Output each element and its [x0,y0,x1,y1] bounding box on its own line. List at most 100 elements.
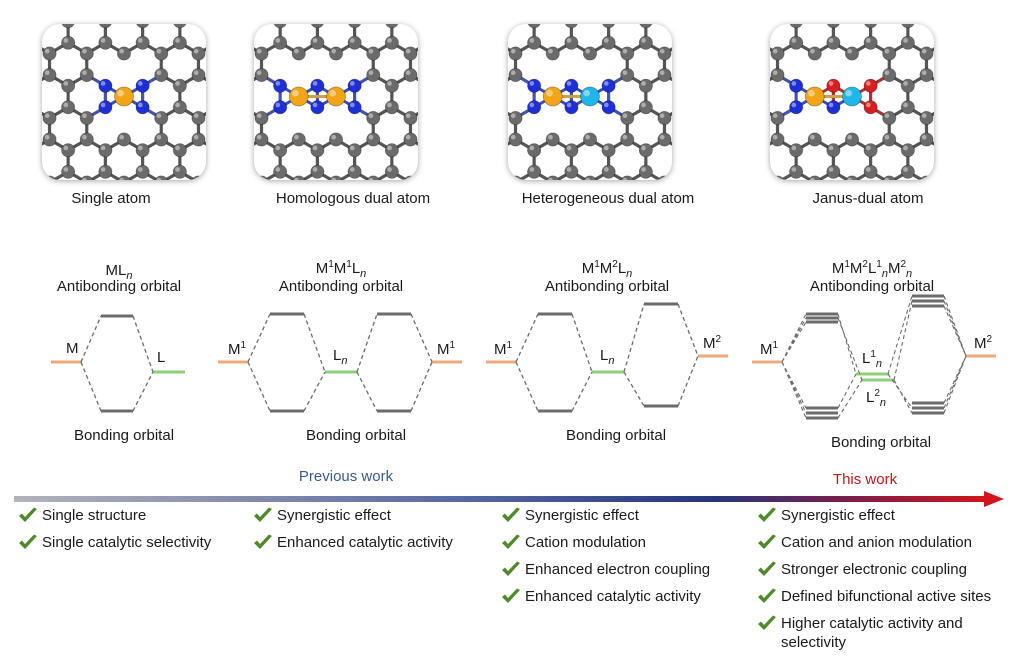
carbon-atom [882,111,897,126]
carbon-atom [638,143,653,158]
feature-item: Stronger electronic coupling [757,560,1001,579]
carbon-atom-highlight [368,113,374,119]
carbon-atom [863,164,878,179]
carbon-atom-highlight [791,145,797,151]
carbon-atom [154,175,168,180]
orbital-diagram-single-atom: MLn Antibonding orbital M L Bonding orbi… [51,262,185,444]
label-l: L [157,349,165,366]
carbon-atom [900,35,915,50]
carbon-atom-highlight [44,177,50,180]
tile-single-atom [42,24,206,180]
carbon-atom [98,164,113,179]
carbon-atom [366,68,381,83]
carbon-atom [254,175,269,180]
carbon-atom-highlight [641,145,646,151]
carbon-atom [770,46,785,61]
carbon-atom-highlight [921,134,927,140]
metal-atom-highlight [808,89,815,97]
bonding-label: Bonding orbital [74,427,174,444]
carbon-atom-highlight [847,177,852,180]
carbon-atom [172,78,187,93]
carbon-atom [135,35,150,50]
carbon-atom [154,111,169,126]
nitrogen-atom-highlight [603,81,609,86]
structure-single-atom [42,24,206,180]
formula-janus: M1M2L1nM2n [832,259,912,280]
previous-work-label: Previous work [298,468,394,485]
tile-janus-dual-atom [770,24,934,180]
carbon-atom [79,68,94,83]
feature-item: Cation and anion modulation [757,533,1001,552]
carbon-atom-highlight [63,81,69,86]
oxygen-atom [863,100,878,115]
carbon-atom-highlight [884,48,890,54]
carbon-atom-highlight [349,145,355,151]
carbon-atom [601,35,616,50]
carbon-atom-highlight [294,134,299,140]
carbon-atom [42,68,57,83]
nitrogen-atom [310,100,325,115]
carbon-atom [807,132,822,147]
carbon-atom-highlight [256,134,262,140]
carbon-atom [527,24,541,29]
carbon-atom-highlight [921,177,927,180]
carbon-atom [403,175,418,180]
check-icon [758,615,776,630]
check-icon [502,588,520,603]
carbon-atom [583,132,598,147]
carbon-atom-highlight [387,167,392,172]
carbon-atom [42,132,57,147]
carbon-atom-highlight [294,177,299,180]
feature-text: Synergistic effect [781,507,895,524]
carbon-atom [310,24,324,29]
carbon-atom-highlight [622,177,628,180]
carbon-atom [135,164,150,179]
carbon-atom-highlight [641,102,646,108]
check-icon [19,534,37,549]
carbon-atom-highlight [312,145,318,151]
carbon-atom-highlight [312,38,318,43]
carbon-atom-highlight [641,38,646,43]
carbon-atom-highlight [275,167,281,172]
carbon-atom-highlight [772,177,778,180]
carbon-atom-highlight [137,167,143,172]
antibonding-label: Antibonding orbital [810,278,934,295]
carbon-atom-highlight [659,134,665,140]
carbon-atom-highlight [331,134,336,140]
carbon-atom [366,46,381,61]
oxygen-atom-highlight [865,81,871,86]
carbon-atom-highlight [137,38,143,43]
nitrogen-atom-highlight [566,102,572,108]
carbon-atom-highlight [603,38,609,43]
carbon-atom [347,35,362,50]
carbon-atom [79,46,94,61]
carbon-atom [348,24,362,29]
feature-item: Synergistic effect [757,506,1001,525]
carbon-atom [826,24,840,29]
caption-single-atom: Single atom [71,190,151,207]
carbon-atom-highlight [256,70,262,75]
carbon-atom [154,68,169,83]
feature-item: Single catalytic selectivity [18,533,211,552]
carbon-atom-highlight [405,70,411,75]
feature-text: Enhanced catalytic activity [525,588,701,605]
carbon-atom [864,24,878,29]
carbon-atom-highlight [903,102,908,108]
carbon-atom [601,164,616,179]
carbon-atom [98,24,112,29]
carbon-atom-highlight [529,38,535,43]
carbon-atom-highlight [772,48,778,54]
carbon-atom-highlight [865,38,871,43]
check-icon [254,507,272,522]
feature-text: Enhanced catalytic activity [277,534,453,551]
carbon-atom [900,100,915,115]
carbon-atom [117,46,132,61]
nitrogen-atom [527,78,542,93]
carbon-atom [310,35,325,50]
carbon-atom-highlight [810,177,815,180]
carbon-atom [808,175,822,180]
nitrogen-atom-highlight [828,102,834,108]
feature-text: Cation modulation [525,534,646,551]
